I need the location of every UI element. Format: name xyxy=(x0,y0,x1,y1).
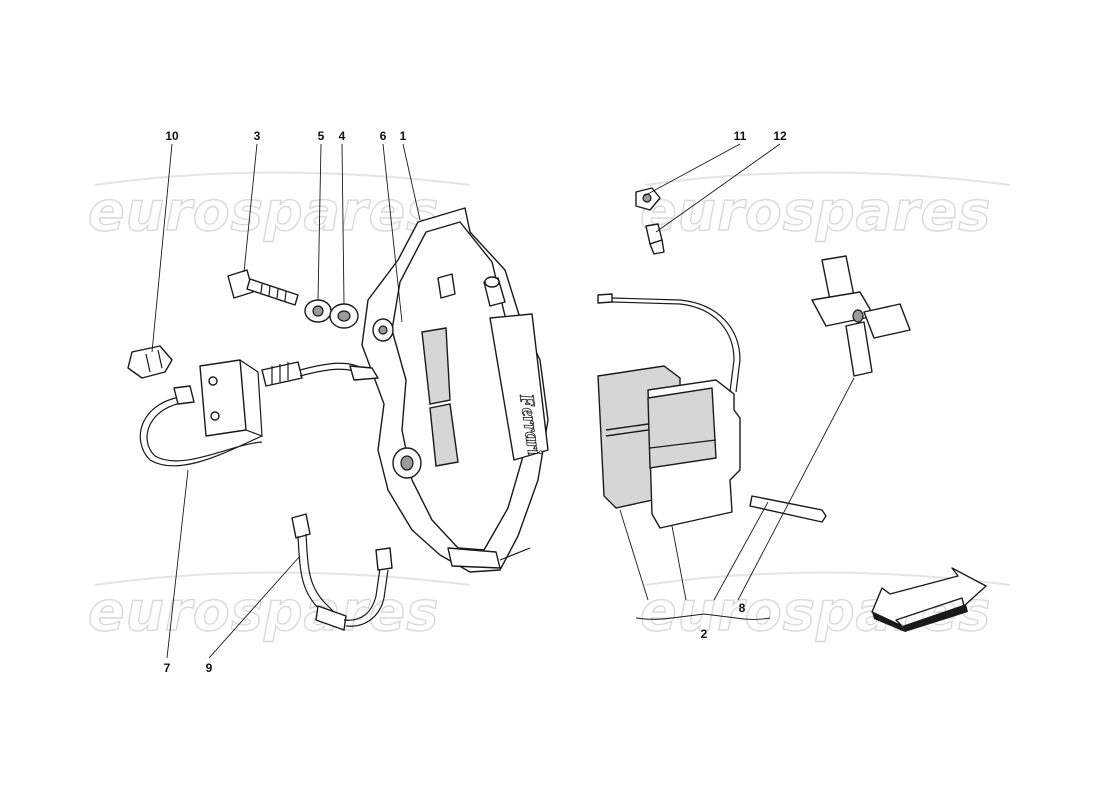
callout-7[interactable]: 7 xyxy=(163,661,171,675)
bleed-screw-part[interactable] xyxy=(645,223,665,255)
callout-4[interactable]: 4 xyxy=(338,129,346,143)
callout-2[interactable]: 2 xyxy=(700,627,708,641)
bolt-part[interactable] xyxy=(227,269,299,306)
washer-part[interactable] xyxy=(304,299,332,323)
watermark-top-left: eurospares xyxy=(87,179,440,243)
spacer-washer-part[interactable] xyxy=(329,303,359,329)
callout-12[interactable]: 12 xyxy=(773,129,787,143)
brake-pad-front-part[interactable] xyxy=(647,379,741,529)
watermark-top-right: eurospares xyxy=(639,179,992,243)
callout-9[interactable]: 9 xyxy=(205,661,213,675)
callout-11[interactable]: 11 xyxy=(733,129,747,143)
callout-6[interactable]: 6 xyxy=(379,129,387,143)
leader-lines xyxy=(151,143,855,659)
callout-5[interactable]: 5 xyxy=(317,129,325,143)
watermark-bottom-left: eurospares xyxy=(87,579,440,643)
callout-3[interactable]: 3 xyxy=(253,129,261,143)
callout-10[interactable]: 10 xyxy=(165,129,179,143)
callout-8[interactable]: 8 xyxy=(738,601,746,615)
brake-caliper-part[interactable]: Ferrari xyxy=(361,207,549,573)
direction-arrow-icon xyxy=(871,567,987,632)
hose-clip-part[interactable] xyxy=(127,345,173,379)
pad-retaining-pin-part[interactable] xyxy=(749,495,827,523)
callout-1[interactable]: 1 xyxy=(399,129,407,143)
wear-sensor-part[interactable] xyxy=(597,293,741,393)
bleed-cap-part[interactable] xyxy=(635,187,661,211)
brake-pipe-part[interactable] xyxy=(291,513,393,631)
spring-clip-part[interactable] xyxy=(811,255,911,377)
brake-hose-part[interactable] xyxy=(139,359,379,467)
